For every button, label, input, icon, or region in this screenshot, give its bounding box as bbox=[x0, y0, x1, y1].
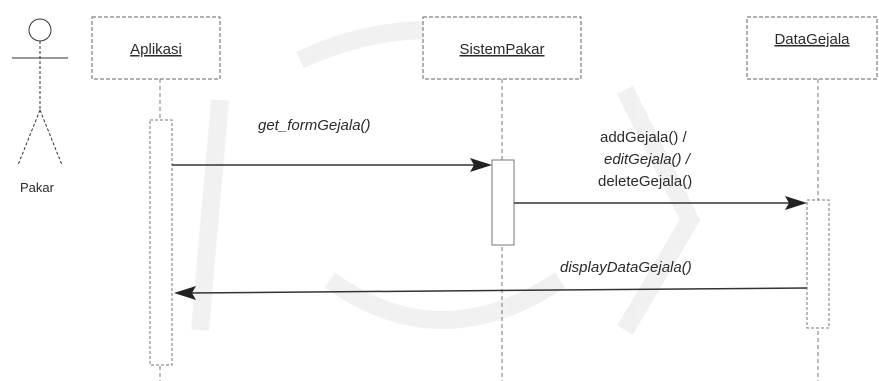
object-datagejala: DataGejala bbox=[746, 16, 878, 80]
activation-datagejala bbox=[806, 199, 830, 329]
activation-sistempakar bbox=[491, 159, 515, 246]
object-title-sistempakar: SistemPakar bbox=[459, 41, 544, 58]
actor-label: Pakar bbox=[20, 180, 55, 195]
message-label-addgejala: addGejala() / bbox=[600, 129, 688, 146]
arrowhead-filled bbox=[470, 158, 492, 172]
message-label-get-formgejala: get_formGejala() bbox=[258, 117, 371, 134]
arrowhead-filled bbox=[785, 196, 807, 210]
object-title-aplikasi: Aplikasi bbox=[130, 41, 182, 58]
message-get-formgejala: get_formGejala() bbox=[172, 117, 492, 172]
message-label-editgejala: editGejala() / bbox=[604, 151, 692, 168]
actor-head bbox=[28, 18, 52, 42]
activation-aplikasi bbox=[149, 119, 173, 366]
actor-right-leg bbox=[39, 109, 63, 166]
actor-pakar bbox=[12, 18, 68, 166]
object-title-datagejala: DataGejala bbox=[774, 31, 850, 48]
object-sistempakar: SistemPakar bbox=[422, 16, 582, 80]
message-label-deletegejala: deleteGejala() bbox=[598, 173, 692, 190]
message-add-edit-delete: addGejala() / editGejala() / deleteGejal… bbox=[514, 129, 807, 210]
object-aplikasi: Aplikasi bbox=[91, 16, 221, 80]
arrowhead-filled bbox=[174, 286, 196, 300]
message-displaydatagejala: displayDataGejala() bbox=[174, 259, 808, 300]
message-label-displaydatagejala: displayDataGejala() bbox=[560, 259, 692, 276]
actor-left-leg bbox=[17, 109, 41, 166]
